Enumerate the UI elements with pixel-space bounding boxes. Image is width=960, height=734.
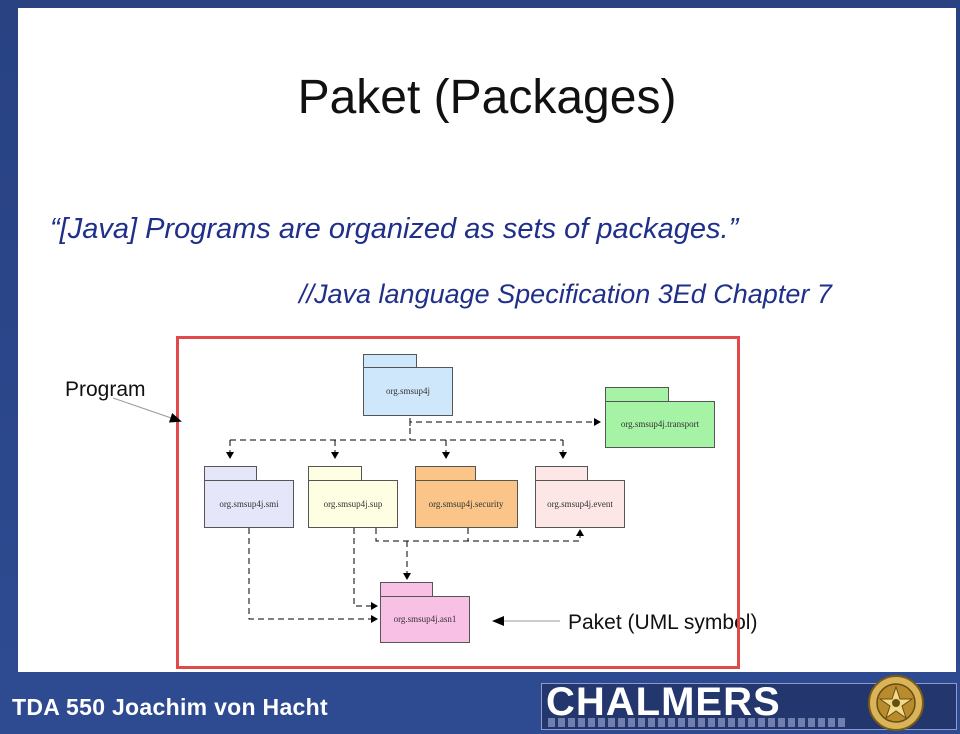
quote-text: “[Java] Programs are organized as sets o…: [50, 213, 739, 245]
program-pointer: [112, 397, 182, 423]
package-name: org.smsup4j.smi: [219, 499, 279, 509]
slide-canvas: Paket (Packages) “[Java] Programs are or…: [18, 8, 956, 672]
footer-course: TDA 550 Joachim von Hacht: [12, 694, 328, 720]
dependency-line: [353, 528, 378, 610]
dependency-line: [375, 528, 584, 542]
package-name: org.smsup4j: [385, 386, 431, 396]
package-name: org.smsup4j.transport: [620, 419, 700, 429]
chalmers-logo: CHALMERS: [546, 680, 781, 724]
package-name: org.smsup4j.event: [547, 499, 613, 509]
logo-subtitle: [548, 718, 848, 727]
dependency-line: [248, 528, 378, 623]
package-name: org.smsup4j.asn1: [393, 614, 457, 624]
program-label: Program: [65, 378, 146, 401]
diagram-frame: [176, 336, 740, 669]
uml-symbol-label: Paket (UML symbol): [568, 611, 758, 634]
page-title: Paket (Packages): [297, 71, 677, 124]
package-name: org.smsup4j.sup: [323, 499, 383, 509]
chalmers-seal-icon: [868, 675, 924, 731]
dependency-line: [409, 418, 601, 426]
package-name: org.smsup4j.security: [428, 499, 504, 509]
quote-source: //Java language Specification 3Ed Chapte…: [299, 279, 832, 309]
